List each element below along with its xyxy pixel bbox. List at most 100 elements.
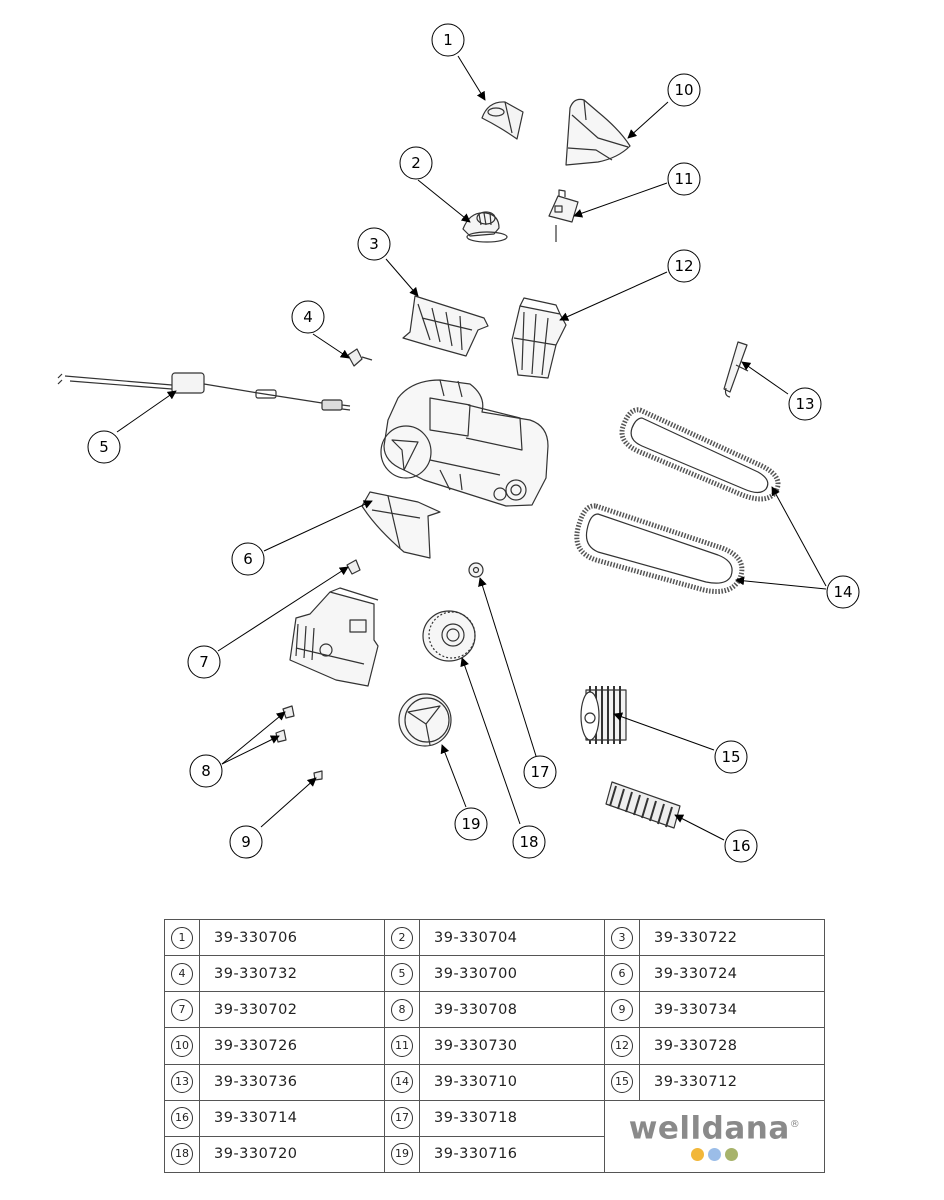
callout-14: 14 bbox=[826, 575, 860, 609]
part-code: 39-330700 bbox=[419, 955, 605, 993]
svg-text:17: 17 bbox=[530, 763, 549, 781]
callout-17: 17 bbox=[523, 755, 557, 789]
brand-logo: welldana® bbox=[604, 1099, 825, 1174]
part-code: 39-330724 bbox=[639, 955, 825, 993]
part-code: 39-330712 bbox=[639, 1063, 825, 1101]
part-code: 39-330710 bbox=[419, 1063, 605, 1101]
callout-1: 1 bbox=[431, 23, 465, 57]
logo-dot-icon bbox=[691, 1148, 704, 1162]
table-row: 16 39-330714 17 39-330718 welldana® bbox=[164, 1099, 825, 1174]
part-code: 39-330722 bbox=[639, 918, 825, 957]
part-18-wheel bbox=[422, 610, 476, 662]
callout-5: 5 bbox=[87, 430, 121, 464]
robot-main-body bbox=[380, 379, 549, 507]
part-number-badge: 15 bbox=[611, 1071, 633, 1094]
part-code: 39-330734 bbox=[639, 991, 825, 1029]
part-number-badge: 10 bbox=[171, 1034, 193, 1057]
svg-text:5: 5 bbox=[99, 438, 109, 456]
part-code: 39-330706 bbox=[199, 918, 385, 957]
part-16-brush bbox=[605, 781, 681, 829]
callout-19: 19 bbox=[454, 807, 488, 841]
part-number-badge: 18 bbox=[171, 1143, 193, 1166]
svg-text:19: 19 bbox=[461, 815, 480, 833]
part-2-impeller bbox=[462, 211, 508, 243]
logo-dot-icon bbox=[708, 1148, 721, 1162]
svg-text:1: 1 bbox=[443, 31, 453, 49]
part-number-badge: 1 bbox=[171, 926, 193, 949]
part-code: 39-330720 bbox=[199, 1135, 385, 1174]
part-15-brush-roller bbox=[580, 686, 627, 744]
part-number-badge: 14 bbox=[391, 1071, 413, 1094]
part-code: 39-330726 bbox=[199, 1027, 385, 1065]
callout-2: 2 bbox=[399, 146, 433, 180]
part-7-clip bbox=[346, 559, 361, 575]
svg-text:14: 14 bbox=[833, 583, 852, 601]
table-row: 4 39-330732 5 39-330700 6 39-330724 bbox=[164, 955, 825, 993]
part-number-badge: 8 bbox=[391, 998, 413, 1021]
part-code: 39-330702 bbox=[199, 991, 385, 1029]
callout-16: 16 bbox=[724, 829, 758, 863]
part-10-handle bbox=[565, 98, 631, 166]
callout-3: 3 bbox=[357, 227, 391, 261]
table-row: 10 39-330726 11 39-330730 12 39-330728 bbox=[164, 1027, 825, 1065]
part-number-badge: 2 bbox=[391, 926, 413, 949]
part-number-badge: 7 bbox=[171, 998, 193, 1021]
logo-registered-mark: ® bbox=[789, 1118, 801, 1130]
callout-11: 11 bbox=[667, 162, 701, 196]
callout-4: 4 bbox=[291, 300, 325, 334]
part-number-badge: 9 bbox=[611, 998, 633, 1021]
part-number-badge: 11 bbox=[391, 1034, 413, 1057]
svg-text:4: 4 bbox=[303, 308, 313, 326]
part-code: 39-330736 bbox=[199, 1063, 385, 1101]
part-code: 39-330732 bbox=[199, 955, 385, 993]
part-3-filter-frame bbox=[402, 295, 489, 357]
part-19-wheel-cap bbox=[398, 693, 452, 747]
part-17-small-gear bbox=[468, 562, 484, 578]
part-1-top-cover bbox=[481, 101, 524, 140]
svg-text:9: 9 bbox=[241, 833, 251, 851]
part-number-badge: 17 bbox=[391, 1107, 413, 1130]
svg-text:6: 6 bbox=[243, 550, 253, 568]
svg-text:2: 2 bbox=[411, 154, 421, 172]
logo-wordmark: welldana bbox=[628, 1110, 790, 1147]
part-13-pin bbox=[723, 341, 749, 398]
part-code: 39-330728 bbox=[639, 1027, 825, 1065]
callout-15: 15 bbox=[714, 740, 748, 774]
table-row: 1 39-330706 2 39-330704 3 39-330722 bbox=[164, 918, 825, 957]
callout-10: 10 bbox=[667, 73, 701, 107]
part-code: 39-330708 bbox=[419, 991, 605, 1029]
part-code: 39-330718 bbox=[419, 1099, 605, 1137]
part-number-badge: 13 bbox=[171, 1071, 193, 1094]
svg-text:11: 11 bbox=[674, 170, 693, 188]
svg-text:3: 3 bbox=[369, 235, 379, 253]
part-code: 39-330704 bbox=[419, 918, 605, 957]
callout-13: 13 bbox=[788, 387, 822, 421]
callout-9: 9 bbox=[229, 825, 263, 859]
callout-6: 6 bbox=[231, 542, 265, 576]
part-number-badge: 4 bbox=[171, 962, 193, 985]
svg-text:8: 8 bbox=[201, 762, 211, 780]
callout-7: 7 bbox=[187, 645, 221, 679]
part-14-track-lower bbox=[574, 503, 745, 594]
svg-text:13: 13 bbox=[795, 395, 814, 413]
callout-12: 12 bbox=[667, 249, 701, 283]
part-number-badge: 16 bbox=[171, 1107, 193, 1130]
part-number-badge: 19 bbox=[391, 1143, 413, 1166]
svg-text:15: 15 bbox=[721, 748, 740, 766]
table-row: 18 39-330720 19 39-330716 bbox=[164, 1135, 825, 1174]
logo-dots bbox=[605, 1148, 824, 1164]
svg-text:12: 12 bbox=[674, 257, 693, 275]
part-code: 39-330716 bbox=[419, 1135, 605, 1174]
part-14-track-upper bbox=[619, 407, 781, 502]
part-code: 39-330730 bbox=[419, 1027, 605, 1065]
part-6-bottom-plate bbox=[361, 491, 441, 559]
logo-dot-icon bbox=[725, 1148, 738, 1162]
part-number-badge: 5 bbox=[391, 962, 413, 985]
part-number-badge: 3 bbox=[611, 926, 633, 949]
part-7-motor-unit bbox=[289, 587, 379, 687]
part-11-control-board bbox=[548, 189, 579, 242]
callout-18: 18 bbox=[512, 825, 546, 859]
callout-8: 8 bbox=[189, 754, 223, 788]
exploded-parts-diagram: 1 2 3 4 5 6 7 8 9 10 11 12 13 14 15 16 1… bbox=[57, 23, 860, 863]
part-number-badge: 12 bbox=[611, 1034, 633, 1057]
